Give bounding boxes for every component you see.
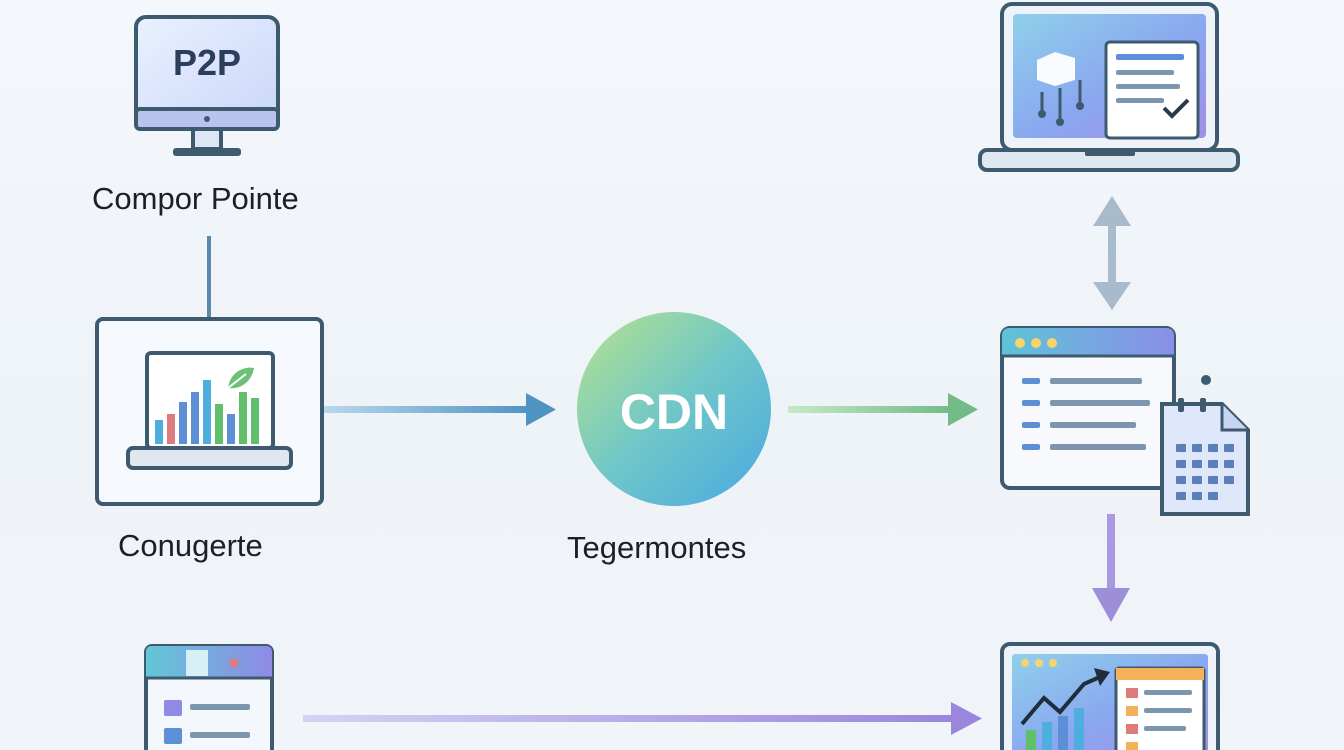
arrow-conugerte-to-cdn <box>324 393 556 426</box>
arrow-bidirectional-vertical <box>1093 196 1131 310</box>
p2p-monitor-icon <box>134 15 280 156</box>
arrow-cdn-to-browser <box>788 393 978 426</box>
tegermontes-label: Tegermontes <box>567 530 747 565</box>
chart-laptop-icon <box>95 317 324 506</box>
compor-pointe-label: Compor Pointe <box>92 181 299 216</box>
workflow-laptop-icon <box>978 2 1240 172</box>
dashboard-screen-icon <box>1000 642 1220 750</box>
conugerte-label: Conugerte <box>118 528 263 563</box>
calendar-document-icon <box>1160 398 1250 516</box>
cdn-node-circle <box>577 312 771 506</box>
list-window-icon <box>144 644 274 750</box>
cdn-text: CDN <box>619 384 729 440</box>
p2p-screen-text: P2P <box>172 42 242 83</box>
arrow-browser-to-dashboard <box>1092 514 1130 622</box>
arrow-bottom-to-dashboard <box>303 702 982 735</box>
